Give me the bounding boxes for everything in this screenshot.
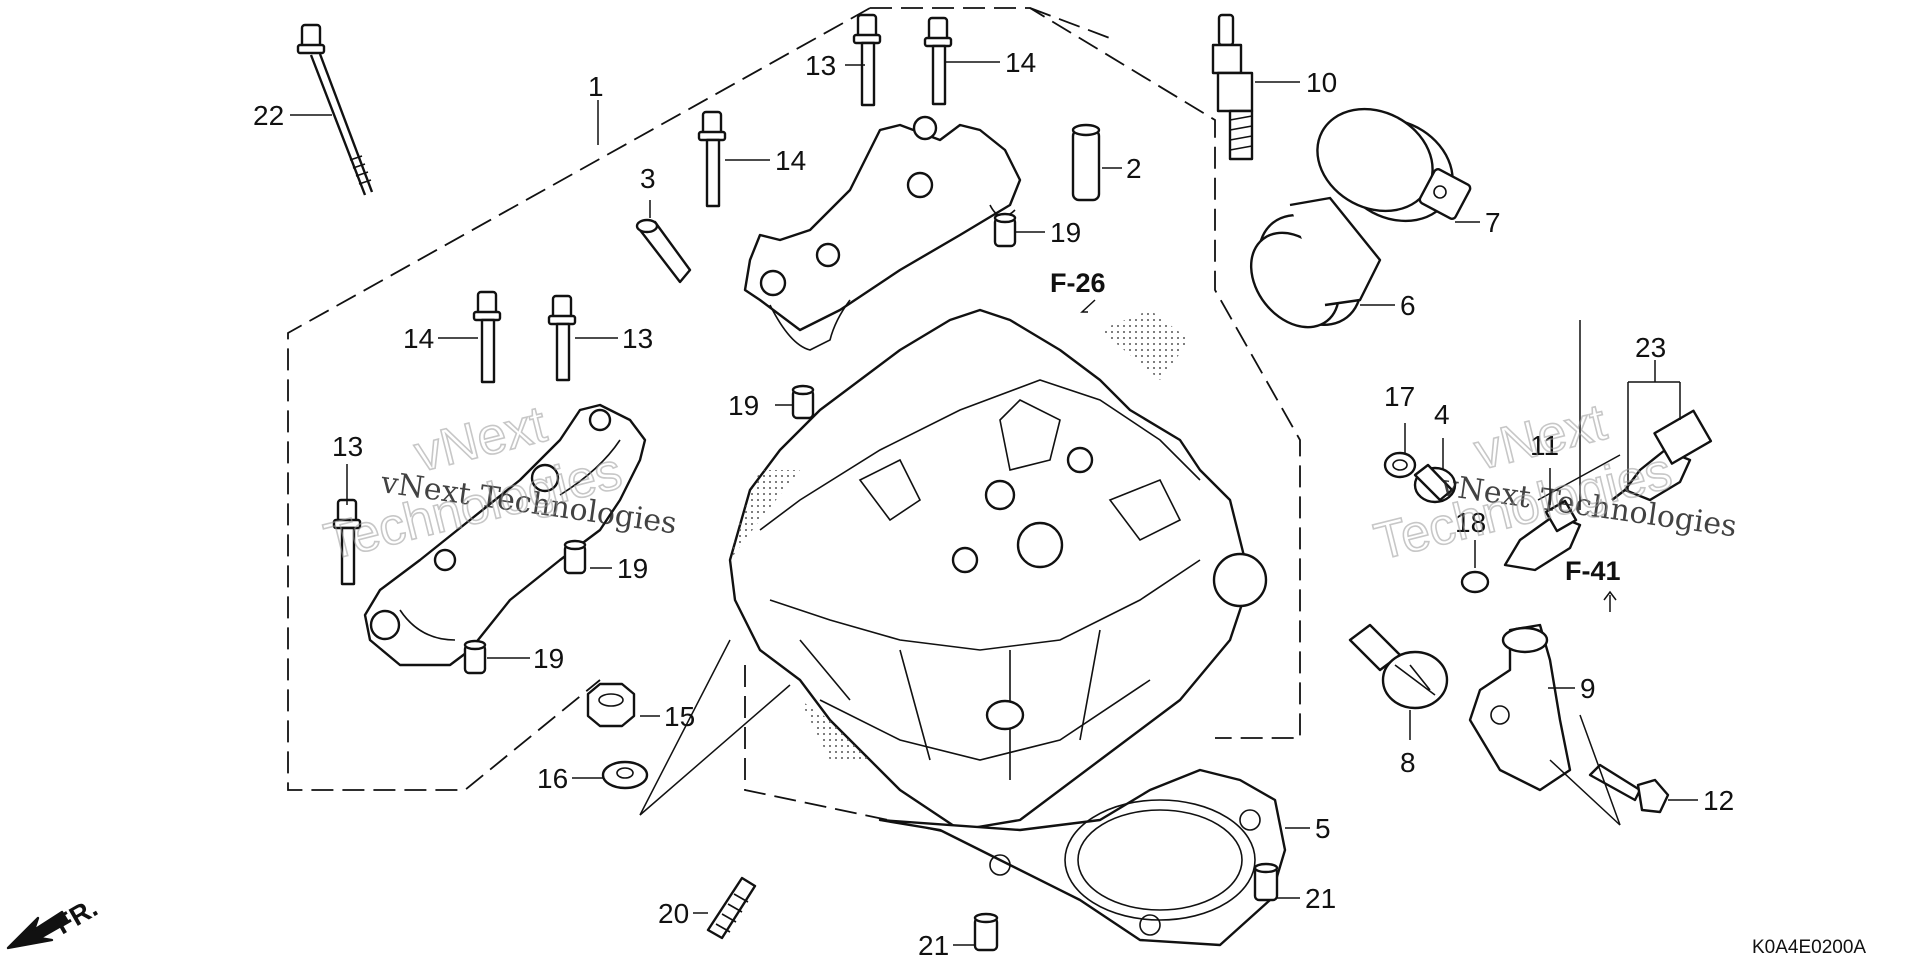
leader-lines (290, 61, 1698, 946)
callout-14-left: 14 (403, 323, 434, 354)
callout-19-left-a: 19 (617, 553, 648, 584)
drawing-code: K0A4E0200A (1752, 937, 1866, 958)
dowel-19-a (563, 539, 587, 575)
callout-10: 10 (1306, 67, 1337, 98)
valve-guide-2 (1071, 123, 1101, 202)
callout-14-upper: 14 (775, 145, 806, 176)
callout-20: 20 (658, 898, 689, 929)
spark-plug-10 (1211, 13, 1254, 161)
sensor-23 (1611, 409, 1713, 502)
intake-insulator-6 (1249, 196, 1382, 329)
callout-5: 5 (1315, 813, 1331, 844)
callout-6: 6 (1400, 290, 1416, 321)
washer-16 (601, 760, 649, 790)
callout-19-mid: 19 (728, 390, 759, 421)
callout-18: 18 (1455, 507, 1486, 538)
callout-14-upper-right: 14 (1005, 47, 1036, 78)
nut-15 (586, 682, 636, 728)
callout-12: 12 (1703, 785, 1734, 816)
callout-19-upper: 19 (1050, 217, 1081, 248)
callout-21-right: 21 (1305, 883, 1336, 914)
bolt-12 (1588, 763, 1670, 814)
washer-17 (1383, 451, 1417, 479)
section-reference-f26: F-26 (1050, 268, 1106, 313)
callout-16: 16 (537, 763, 568, 794)
svg-text:FR.: FR. (50, 892, 103, 940)
callout-21-bottom: 21 (918, 930, 949, 960)
callout-19-left-b: 19 (533, 643, 564, 674)
callout-17: 17 (1384, 381, 1415, 412)
stud-20 (706, 876, 757, 940)
callout-9: 9 (1580, 673, 1596, 704)
callout-11: 11 (1530, 430, 1559, 461)
callout-7: 7 (1485, 207, 1501, 238)
svg-text:F-26: F-26 (1050, 268, 1106, 298)
cylinder-head-gasket-5 (878, 768, 1287, 947)
camshaft-holder-upper (743, 115, 1022, 351)
callout-2: 2 (1126, 153, 1142, 184)
callout-13-left: 13 (622, 323, 653, 354)
bolt-14-left (472, 290, 502, 384)
svg-text:F-41: F-41 (1565, 556, 1621, 586)
washer-18 (1460, 570, 1490, 594)
dowel-21-a (1253, 862, 1279, 902)
bolt-14-upper (697, 110, 727, 208)
callout-23: 23 (1635, 332, 1666, 363)
callout-13-lower-left: 13 (332, 431, 363, 462)
bolt-22 (296, 23, 374, 196)
callout-1: 1 (588, 71, 604, 102)
section-reference-f41: F-41 (1565, 556, 1621, 612)
cap-4 (1413, 463, 1457, 504)
callout-labels: 1 2 3 4 5 6 7 8 9 10 11 12 13 13 13 14 1… (253, 47, 1734, 960)
bolt-8 (1348, 623, 1449, 710)
callout-3: 3 (640, 163, 656, 194)
water-outlet-9 (1468, 623, 1572, 792)
cylinder-head (728, 308, 1268, 832)
bolt-13-upper (852, 13, 882, 107)
bolt-13-lower-left (332, 498, 362, 586)
dowel-19-d (791, 384, 815, 420)
valve-guide-3 (635, 218, 692, 284)
dowel-19-c (993, 212, 1017, 248)
front-direction-arrow: FR. (6, 892, 103, 950)
bolt-13-left (547, 294, 577, 382)
callout-22: 22 (253, 100, 284, 131)
dowel-21-b (973, 912, 999, 952)
callout-13-upper: 13 (805, 50, 836, 81)
assembly-outline-dashed-inner (744, 7, 1116, 836)
insulator-band-7 (1316, 107, 1472, 223)
sensor-11 (1503, 499, 1582, 572)
callout-4: 4 (1434, 399, 1450, 430)
camshaft-holder-left (363, 403, 647, 667)
callout-8: 8 (1400, 747, 1416, 778)
callout-15: 15 (664, 701, 695, 732)
dowel-19-b (463, 639, 487, 675)
bolt-14-upper-right (923, 16, 953, 106)
